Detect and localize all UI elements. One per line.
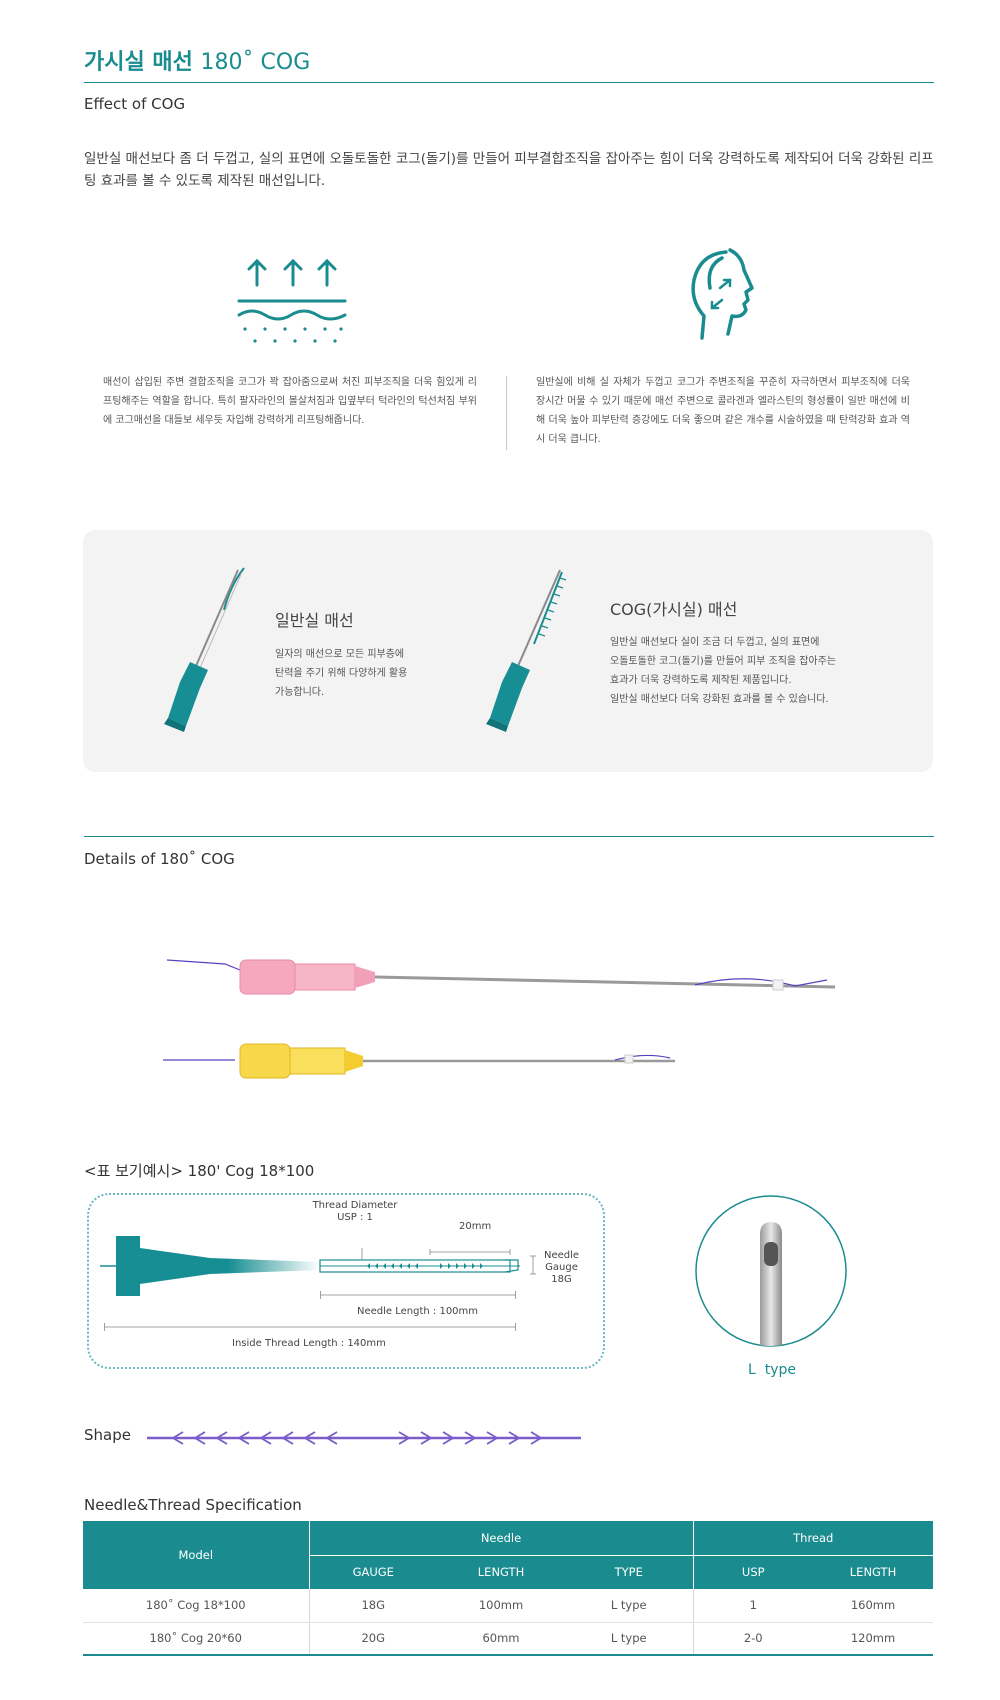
tip-type-label: L type	[748, 1362, 796, 1378]
cell-type: L type	[565, 1622, 694, 1656]
inside-length-dimension	[104, 1323, 516, 1331]
plain-thread-desc: 일자의 매선으로 모든 피부층에 탄력을 주기 위해 다양하게 활용 가능합니다…	[275, 645, 407, 702]
needle-gauge-label: Needle Gauge 18G	[544, 1250, 579, 1286]
plain-thread-needle-icon	[164, 567, 245, 732]
cog-thread-needle-icon	[486, 569, 567, 732]
col-thread-usp: USP	[693, 1555, 813, 1589]
cell-model: 180˚ Cog 18*100	[83, 1589, 310, 1623]
cog-thread-heading: COG(가시실) 매선	[610, 600, 738, 619]
table-row: 180˚ Cog 20*60 20G 60mm L type 2-0 120mm	[83, 1622, 933, 1656]
plain-thread-line: 가능합니다.	[275, 687, 325, 698]
cog-thread-line: 오돌토돌한 코그(돌기)를 만들어 피부 조직을 잡아주는	[610, 656, 837, 667]
cell-usp: 1	[693, 1589, 813, 1623]
usp-text: USP : 1	[337, 1212, 373, 1223]
effect-divider	[506, 376, 507, 450]
title-korean: 가시실 매선	[84, 50, 193, 75]
details-divider	[84, 836, 934, 837]
title-english: 180˚ COG	[200, 50, 311, 75]
shape-label: Shape	[84, 1426, 131, 1444]
col-thread-length: LENGTH	[813, 1555, 933, 1589]
cell-needle-length: 100mm	[437, 1589, 565, 1623]
intro-text: 일반실 매선보다 좀 더 두껍고, 실의 표면에 오돌토돌한 코그(돌기)를 만…	[84, 151, 934, 189]
cell-needle-length: 60mm	[437, 1622, 565, 1656]
needle-gauge-text: Needle	[544, 1250, 580, 1261]
effect-text-left: 매선이 삽입된 주변 결합조직을 코그가 꽉 잡아줌으로써 처진 피부조직을 더…	[103, 377, 477, 426]
cog-thread-line: 일반실 매선보다 더욱 강화된 효과를 볼 수 있습니다.	[610, 694, 829, 705]
cog-thread-desc: 일반실 매선보다 실이 조금 더 두껍고, 실의 표면에 오돌토돌한 코그(돌기…	[610, 633, 836, 709]
col-group-needle: Needle	[309, 1521, 694, 1556]
effect-text-right: 일반실에 비해 실 자체가 두껍고 코그가 주변조직을 꾸준히 자극하면서 피부…	[536, 377, 910, 445]
page-title: 가시실 매선 180˚ COG	[84, 44, 310, 76]
needle-length-label: Needle Length : 100mm	[357, 1306, 479, 1317]
thread-diameter-text: Thread Diameter	[312, 1200, 398, 1211]
spec-table: Model Needle Thread GAUGE LENGTH TYPE US…	[83, 1521, 933, 1656]
comparison-panel	[83, 530, 933, 772]
face-profile-icon	[691, 248, 754, 340]
col-needle-gauge: GAUGE	[309, 1555, 437, 1589]
section-effect-heading: Effect of COG	[84, 95, 186, 113]
plain-thread-heading: 일반실 매선	[275, 611, 354, 630]
needle-diagram	[87, 1193, 605, 1369]
cell-usp: 2-0	[693, 1622, 813, 1656]
col-group-thread: Thread	[693, 1521, 933, 1556]
col-model: Model	[83, 1521, 310, 1589]
skin-lift-icon	[237, 258, 347, 343]
cell-type: L type	[565, 1589, 694, 1623]
needle-gauge-text: Gauge	[545, 1262, 578, 1273]
col-needle-length: LENGTH	[437, 1555, 565, 1589]
l-type-tip-icon	[695, 1195, 847, 1347]
thread-shape-icon	[147, 1431, 581, 1445]
spec-column-header: GAUGE LENGTH TYPE USP LENGTH	[83, 1555, 933, 1589]
spec-group-header: Model Needle Thread	[83, 1521, 933, 1589]
thread-diameter-label: Thread Diameter USP : 1	[310, 1200, 400, 1224]
plain-thread-line: 탄력을 주기 위해 다양하게 활용	[275, 668, 408, 679]
needle-schematic	[100, 1236, 536, 1296]
needle-gauge-text: 18G	[551, 1274, 572, 1285]
spec-heading: Needle&Thread Specification	[84, 1496, 302, 1514]
cell-gauge: 20G	[309, 1622, 437, 1656]
cog-thread-line: 일반실 매선보다 실이 조금 더 두껍고, 실의 표면에	[610, 637, 820, 648]
product-photo	[163, 959, 836, 1079]
plain-thread-line: 일자의 매선으로 모든 피부층에	[275, 649, 405, 660]
table-row: 180˚ Cog 18*100 18G 100mm L type 1 160mm	[83, 1589, 933, 1623]
cog-length-label: 20mm	[459, 1221, 492, 1232]
cell-thread-length: 120mm	[813, 1622, 933, 1656]
cell-gauge: 18G	[309, 1589, 437, 1623]
title-divider	[84, 82, 934, 83]
cog-thread-line: 효과가 더욱 강력하도록 제작된 제품입니다.	[610, 675, 792, 686]
cell-model: 180˚ Cog 20*60	[83, 1622, 310, 1656]
needle-length-dimension	[320, 1291, 516, 1299]
inside-length-label: Inside Thread Length : 140mm	[232, 1338, 386, 1349]
example-label: <표 보기예시> 180' Cog 18*100	[84, 1162, 315, 1180]
col-needle-type: TYPE	[565, 1555, 694, 1589]
cell-thread-length: 160mm	[813, 1589, 933, 1623]
details-heading: Details of 180˚ COG	[84, 850, 235, 868]
